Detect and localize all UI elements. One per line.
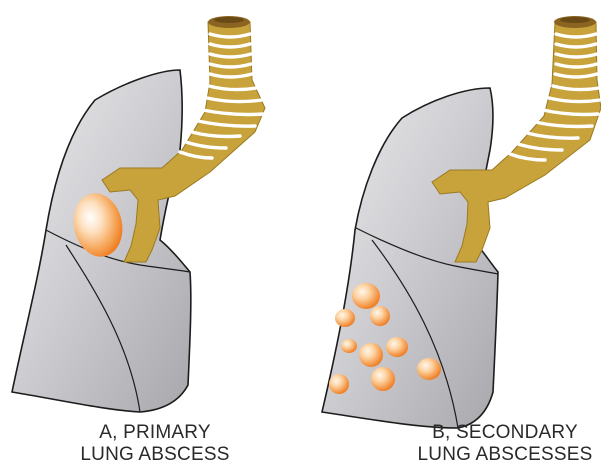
caption-secondary-line1: B, SECONDARY <box>395 422 601 444</box>
abscess-nodule <box>417 358 441 380</box>
abscess-nodule <box>370 306 390 326</box>
abscess-nodule <box>329 374 349 394</box>
abscess-nodule <box>371 367 395 391</box>
panel-a <box>12 16 265 412</box>
caption-secondary: B, SECONDARY LUNG ABSCESSES <box>395 422 601 466</box>
panel-b <box>322 16 601 428</box>
abscess-nodule <box>386 337 408 357</box>
caption-primary-line1: A, PRIMARY <box>40 422 270 444</box>
abscess-nodule <box>352 283 380 309</box>
abscess-nodule <box>335 309 355 327</box>
abscess-nodule <box>341 339 357 353</box>
caption-secondary-line2: LUNG ABSCESSES <box>395 444 601 466</box>
caption-primary-line2: LUNG ABSCESS <box>40 444 270 466</box>
abscess-nodule <box>359 343 383 367</box>
caption-primary: A, PRIMARY LUNG ABSCESS <box>40 422 270 466</box>
